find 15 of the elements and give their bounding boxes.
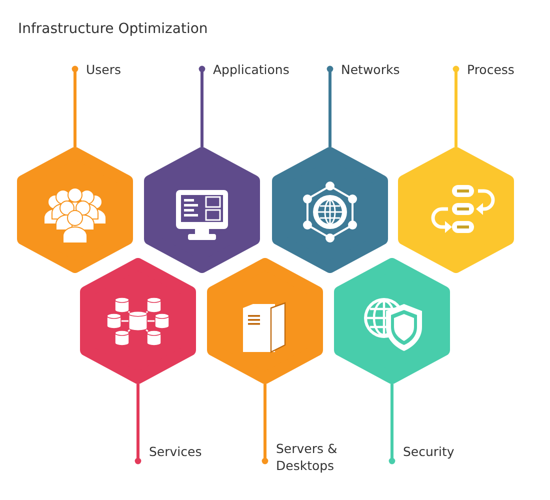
category-label: Servers & Desktops: [276, 440, 338, 474]
leader-line: [262, 384, 268, 464]
category-label: Applications: [213, 61, 290, 78]
category-label: Process: [467, 61, 516, 78]
title: Infrastructure Optimization: [18, 21, 208, 37]
leader-line: [134, 384, 142, 464]
category-label: Users: [86, 61, 122, 78]
leader-line: [72, 66, 78, 147]
leader-line: [198, 66, 206, 147]
category-label: Networks: [341, 61, 401, 78]
leader-line: [452, 66, 460, 147]
leader-line: [388, 384, 396, 464]
category-label: Security: [403, 443, 456, 460]
leader-line: [326, 66, 334, 147]
category-label: Services: [149, 443, 203, 460]
